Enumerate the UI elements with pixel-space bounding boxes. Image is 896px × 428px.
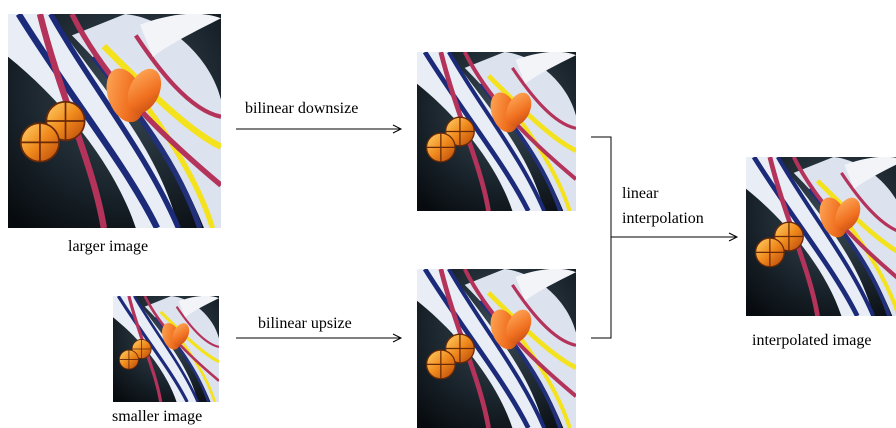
merge-bracket <box>591 137 611 338</box>
